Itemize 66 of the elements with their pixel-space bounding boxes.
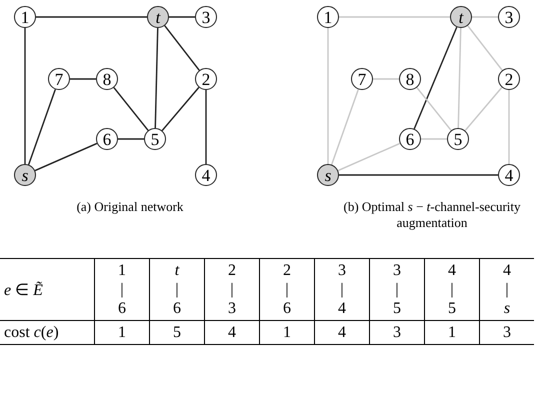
graph-edge <box>373 78 399 80</box>
graph-edge <box>113 87 149 131</box>
figure-caption: (b) Optimal s − t-channel-security augmentation <box>342 199 522 231</box>
graph-edge <box>169 16 195 18</box>
vertex-circle: 3 <box>195 6 217 28</box>
edge-endpoints: 3 | 5 <box>393 261 401 318</box>
cost-value: 1 <box>118 323 126 342</box>
graph-edge <box>205 90 207 164</box>
vertex-circle: 3 <box>498 6 520 28</box>
vertex-circle: t <box>147 6 169 28</box>
cost-value: 1 <box>448 323 456 342</box>
vertex-circle: 2 <box>498 68 520 90</box>
graph-edge <box>458 28 462 128</box>
vertex-circle: 6 <box>399 128 421 150</box>
graph-edge <box>118 138 144 140</box>
cost-value: 3 <box>503 323 511 342</box>
vertex-circle: s <box>14 164 36 186</box>
vertex-circle: 7 <box>351 68 373 90</box>
edge-endpoints: t | 6 <box>173 261 181 318</box>
vertex-circle: 5 <box>144 128 166 150</box>
figure-caption: (a) Original network <box>76 199 184 215</box>
graph-edge <box>331 89 359 165</box>
graph-edge <box>339 16 450 18</box>
vertex-circle: t <box>450 6 472 28</box>
edge-endpoints: 4 | 5 <box>448 261 456 318</box>
row-header: cost c(e) <box>0 320 94 344</box>
vertex-circle: 1 <box>14 6 36 28</box>
graph-edge <box>467 25 503 71</box>
cost-value: 5 <box>173 323 181 342</box>
graph-edge <box>70 78 96 80</box>
vertex-circle: 8 <box>96 68 118 90</box>
graph-edge <box>34 142 98 172</box>
graph-edge <box>154 28 158 128</box>
vertex-circle: s <box>317 164 339 186</box>
row-header: e ∈ Ẽ <box>0 258 94 320</box>
vertex-circle: 4 <box>195 164 217 186</box>
vertex-circle: 2 <box>195 68 217 90</box>
cost-value: 1 <box>283 323 291 342</box>
vertex-circle: 1 <box>317 6 339 28</box>
graph-edge <box>464 86 502 132</box>
graph-edge <box>414 26 458 130</box>
graph-edge <box>327 28 329 164</box>
vertex-circle: 6 <box>96 128 118 150</box>
vertex-circle: 7 <box>48 68 70 90</box>
edge-endpoints: 2 | 3 <box>228 261 236 318</box>
edge-endpoints: 1 | 6 <box>118 261 126 318</box>
vertex-circle: 5 <box>447 128 469 150</box>
graph-edge <box>421 138 447 140</box>
graph-edge <box>164 25 200 71</box>
graph-edge <box>416 87 452 131</box>
graph-edge <box>28 89 56 165</box>
graph-edge <box>508 90 510 164</box>
edge-endpoints: 2 | 6 <box>283 261 291 318</box>
edge-endpoints: 3 | 4 <box>338 261 346 318</box>
graph-edge <box>472 16 498 18</box>
graph-edge <box>36 16 147 18</box>
graph-edge <box>24 28 26 164</box>
graph-edge <box>338 142 400 172</box>
vertex-circle: 8 <box>399 68 421 90</box>
graph-edge <box>162 86 200 132</box>
cost-value: 4 <box>338 323 346 342</box>
graph-edge <box>339 174 498 176</box>
edge-endpoints: 4 | s <box>503 261 511 318</box>
cost-value: 3 <box>393 323 401 342</box>
cost-value: 4 <box>228 323 236 342</box>
vertex-circle: 4 <box>498 164 520 186</box>
